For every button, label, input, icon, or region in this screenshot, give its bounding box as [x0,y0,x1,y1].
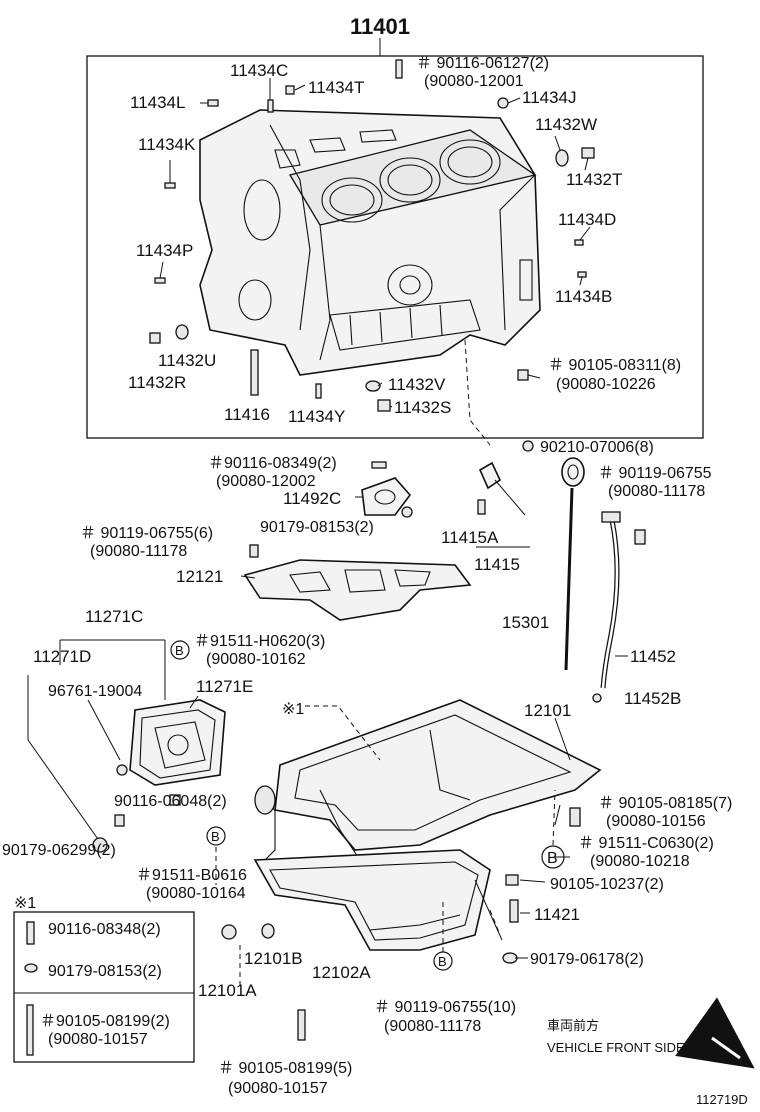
label-stud-alt: (90080-12002 [216,473,316,490]
oil-pipe-drawing[interactable] [477,461,502,515]
label-side-bolt: ＃ 90105-08311(8) [548,357,681,374]
label-12121: 12121 [176,567,223,586]
label-11452: 11452 [630,647,676,666]
label-h0620: ＃91511-H0620(3) [194,633,325,650]
oil-pan-lower-drawing[interactable] [253,849,491,951]
label-nut-08153: 90179-08153(2) [260,519,374,536]
label-b08185: ＃ 90105-08185(7) [598,795,732,812]
baffle-plate-drawing[interactable] [243,559,472,621]
dipstick-guide-drawing[interactable] [600,511,621,689]
front-label-en: VEHICLE FRONT SIDE [547,1040,685,1055]
label-15301: 15301 [502,613,549,632]
label-nut-06178: 90179-06178(2) [530,951,644,968]
label-11434P: 11434P [136,241,193,260]
label-11434D: 11434D [558,210,616,229]
label-bolt-10237: 90105-10237(2) [550,876,664,893]
label-washer: 90210-07006(8) [540,439,654,456]
b-mark-icon-4: B [433,951,453,971]
label-top-bolt: ＃ 90116-06127(2) [416,55,549,72]
label-11434K: 11434K [138,135,196,154]
label-c0630-alt: (90080-10218 [590,853,690,870]
label-b5: ＃ 90105-08199(5) [218,1060,352,1077]
vehicle-front-arrow-icon [675,997,755,1069]
svg-text:B: B [211,829,220,844]
cylinder-block-frame [86,55,704,439]
label-11271D: 11271D [33,647,91,666]
label-11432S: 11432S [394,398,451,417]
label-11271E: 11271E [196,677,253,696]
oil-strainer-gasket[interactable] [361,477,412,516]
svg-text:B: B [175,643,184,658]
timing-cover-drawing[interactable] [129,699,226,786]
label-b0616: ＃91511-B0616 [136,867,247,884]
label-bolt6-alt: (90080-11178 [90,543,187,560]
label-11434J: 11434J [522,88,577,107]
label-11492C: 11492C [283,489,341,508]
label-12101A: 12101A [198,981,257,1000]
label-11434C: 11434C [230,61,288,80]
b-mark-icon-1: B [170,640,190,660]
label-right-bolt: ＃ 90119-06755 [598,465,712,482]
label-right-bolt-alt: (90080-11178 [608,483,705,500]
label-b10: ＃ 90119-06755(10) [374,999,516,1016]
note-bolt-alt: (90080-10157 [48,1031,148,1048]
label-ref1: ※1 [282,701,304,718]
label-11271C: 11271C [85,607,143,626]
oil-pan-upper-drawing[interactable] [254,699,602,881]
label-b08185-alt: (90080-10156 [606,813,706,830]
label-11415: 11415 [474,555,520,574]
label-h0620-alt: (90080-10162 [206,651,306,668]
label-12101: 12101 [524,701,571,720]
note-stud: 90116-08348(2) [48,921,161,938]
label-c0630: ＃ 91511-C0630(2) [578,835,714,852]
label-11434L: 11434L [130,93,185,112]
label-11452B: 11452B [624,689,681,708]
label-12101B: 12101B [244,949,303,968]
figure-number: 112719D [696,1092,748,1107]
note-nut: 90179-08153(2) [48,963,162,980]
svg-text:B: B [547,850,558,867]
label-stud-06048: 90116-06048(2) [114,793,227,810]
label-b0616-alt: (90080-10164 [146,885,246,902]
label-11421: 11421 [534,905,580,924]
label-bolt6: ＃ 90119-06755(6) [80,525,213,542]
label-b10-alt: (90080-11178 [384,1018,481,1035]
cylinder-block-drawing[interactable] [199,109,541,376]
label-side-bolt-alt: (90080-10226 [556,376,656,393]
note-box-frame [13,911,195,1063]
note-bolt: ＃90105-08199(2) [40,1013,170,1030]
label-11434B: 11434B [555,287,612,306]
label-12102A: 12102A [312,963,371,982]
svg-text:B: B [438,954,447,969]
label-top-bolt-alt: (90080-12001 [424,73,524,90]
label-11415A: 11415A [441,528,499,547]
label-nut-06299: 90179-06299(2) [2,842,116,859]
label-b5-alt: (90080-10157 [228,1080,328,1097]
note-title: ※1 [14,895,36,912]
label-seal: 96761-19004 [48,683,142,700]
b-mark-icon-2: B [206,826,226,846]
label-11416: 11416 [224,405,270,424]
front-label-jp: 車両前方 [547,1018,599,1033]
label-11432R: 11432R [128,373,186,392]
label-11401: 11401 [350,14,410,39]
label-11432T: 11432T [566,170,622,189]
label-11432W: 11432W [535,115,597,134]
label-11432U: 11432U [158,351,216,370]
label-11432V: 11432V [388,375,446,394]
oil-dipstick-drawing[interactable] [561,457,585,671]
label-stud: ＃90116-08349(2) [208,455,337,472]
label-11434T: 11434T [308,78,364,97]
label-11434Y: 11434Y [288,407,345,426]
